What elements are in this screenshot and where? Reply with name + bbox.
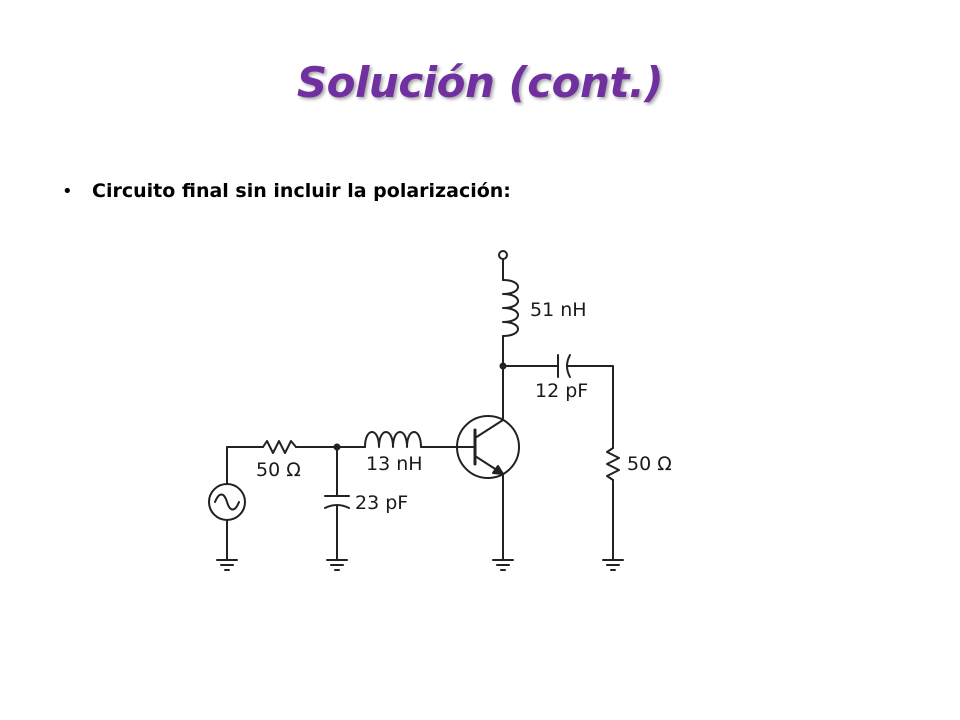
bullet-text: Circuito final sin incluir la polarizaci… — [92, 180, 511, 202]
label-coupling-capacitor: 12 pF — [535, 380, 588, 402]
resistor-source — [262, 440, 297, 454]
ac-source — [208, 483, 246, 521]
inductor-collector — [502, 279, 519, 337]
bullet-marker: • — [62, 180, 73, 202]
label-collector-inductor: 51 nH — [530, 299, 587, 321]
wire-source-top — [226, 446, 264, 485]
inductor-series — [364, 431, 422, 448]
resistor-load — [606, 447, 620, 481]
supply-terminal — [498, 250, 508, 260]
ground-source — [216, 559, 238, 571]
slide-title: Solución (cont.) — [296, 58, 664, 107]
label-source-resistor: 50 Ω — [256, 459, 301, 481]
wire-coupling-to-load — [566, 365, 614, 449]
ground-emitter — [492, 559, 514, 571]
ground-shunt-cap — [326, 559, 348, 571]
label-series-inductor: 13 nH — [366, 453, 423, 475]
ground-load — [602, 559, 624, 571]
transistor — [456, 415, 520, 479]
label-load-resistor: 50 Ω — [627, 453, 672, 475]
label-shunt-capacitor: 23 pF — [355, 492, 408, 514]
bullet-item: • Circuito final sin incluir la polariza… — [62, 180, 922, 202]
